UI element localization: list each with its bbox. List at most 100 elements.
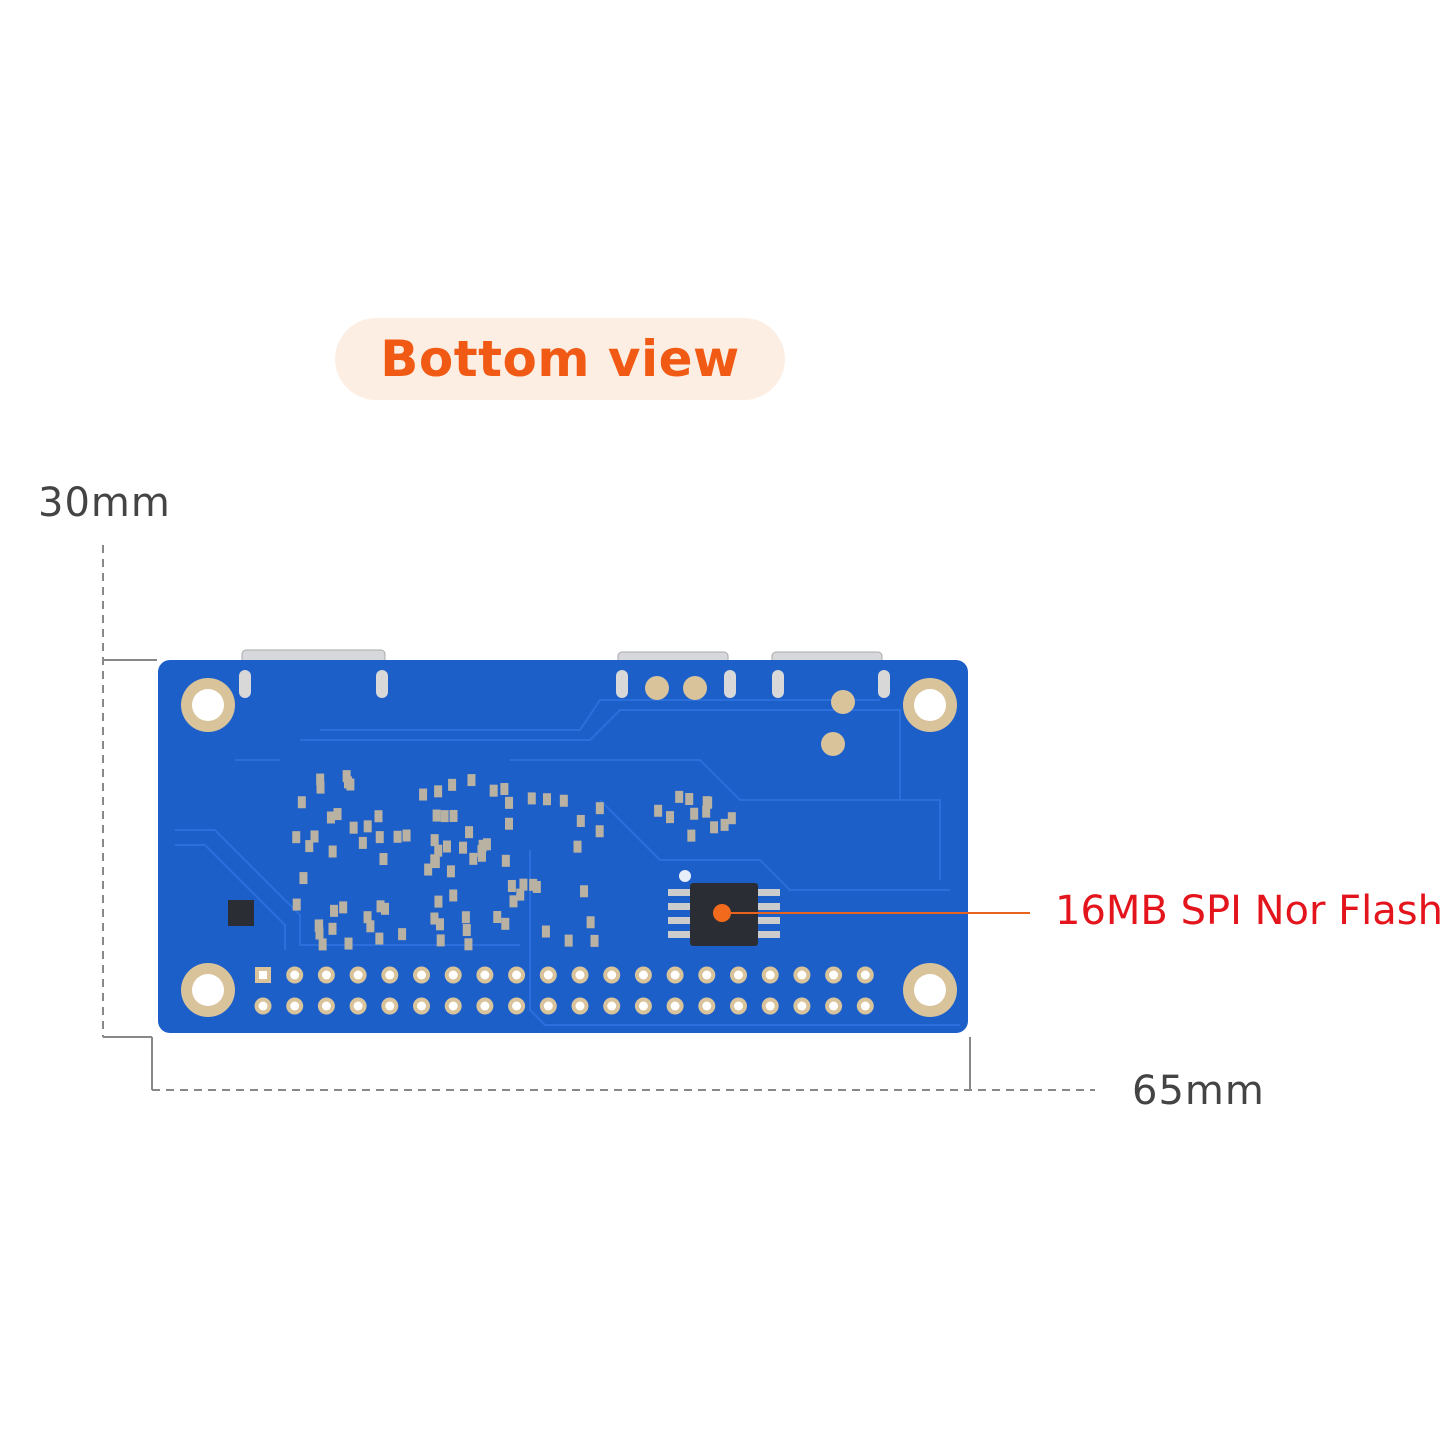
smd-component — [595, 825, 604, 838]
smd-component — [469, 852, 478, 865]
connector-pad — [878, 670, 890, 698]
header-pin-hole — [448, 1001, 458, 1011]
header-pin-hole — [417, 970, 426, 980]
smd-component — [328, 922, 337, 935]
mounting-holes — [181, 678, 957, 1017]
smd-component — [446, 865, 455, 878]
smd-component — [687, 829, 696, 842]
pcb-traces — [175, 699, 960, 1026]
smd-component — [326, 811, 335, 824]
title-badge: Bottom view — [335, 318, 785, 400]
smd-component — [573, 840, 582, 853]
smd-component — [666, 811, 675, 824]
smd-component — [442, 840, 451, 853]
smd-component — [314, 919, 323, 932]
header-pin-hole — [575, 970, 585, 980]
header-pin-hole — [290, 970, 300, 980]
header-pin-hole — [543, 970, 553, 980]
smd-component — [690, 807, 699, 820]
smd-component — [654, 804, 663, 817]
height-dimension-label: 30mm — [38, 480, 171, 526]
smd-component — [363, 820, 372, 833]
connector-pad — [376, 670, 388, 698]
mounting-hole-center — [914, 974, 946, 1006]
smd-component — [527, 792, 536, 805]
test-pad — [831, 690, 855, 714]
smd-component — [375, 932, 384, 945]
smd-component — [559, 794, 568, 807]
smd-component — [477, 849, 486, 862]
smd-component — [500, 783, 509, 796]
smd-component — [299, 872, 308, 885]
smd-component — [595, 802, 604, 815]
smd-component — [462, 924, 471, 937]
smd-component — [381, 902, 390, 915]
smd-component — [315, 927, 324, 940]
smd-component — [541, 925, 550, 938]
smd-component — [363, 911, 372, 924]
connector-pad — [724, 670, 736, 698]
smd-component — [675, 790, 684, 803]
header-pin-hole — [670, 1001, 680, 1011]
smd-component — [333, 808, 342, 821]
smd-component — [292, 831, 301, 844]
smd-component — [432, 809, 441, 822]
smd-component — [449, 809, 458, 822]
header-pin-hole — [829, 1001, 839, 1011]
transistor — [228, 900, 254, 926]
header-pin-hole — [638, 1001, 648, 1011]
smd-component — [358, 836, 367, 849]
smd-component — [379, 853, 388, 866]
smd-component — [339, 901, 348, 914]
smd-component — [685, 793, 694, 806]
smd-component — [330, 904, 339, 917]
header-pin-hole — [765, 970, 775, 980]
header-pin-hole — [575, 1001, 585, 1011]
smd-components — [228, 670, 890, 951]
smd-component — [376, 900, 385, 913]
mounting-hole-center — [192, 974, 224, 1006]
header-pin-hole — [734, 1001, 743, 1011]
header-pin-hole — [417, 1001, 426, 1011]
header-pin-hole — [607, 970, 617, 980]
smd-component — [704, 796, 713, 809]
smd-component — [430, 912, 439, 925]
smd-component — [374, 810, 383, 823]
smd-component — [349, 821, 358, 834]
header-pin-hole — [829, 970, 839, 980]
header-pin-hole — [860, 1001, 870, 1011]
smd-component — [465, 826, 474, 839]
smd-component — [342, 770, 351, 783]
header-pin-hole — [797, 970, 807, 980]
header-pin-hole — [259, 971, 267, 979]
smd-component — [509, 895, 518, 908]
smd-component — [430, 834, 439, 847]
smd-component — [467, 774, 476, 787]
mounting-hole-center — [192, 689, 224, 721]
smd-component — [430, 854, 439, 867]
smd-component — [402, 829, 411, 842]
connector-pad — [616, 670, 628, 698]
header-pin-hole — [480, 1001, 490, 1011]
smd-component — [702, 805, 711, 818]
smd-component — [727, 812, 736, 825]
mounting-hole-center — [914, 689, 946, 721]
smd-component — [305, 840, 314, 853]
smd-component — [504, 817, 513, 830]
smd-component — [424, 863, 433, 876]
smd-component — [505, 796, 514, 809]
header-pin-hole — [480, 970, 490, 980]
fiducial-mark — [679, 870, 691, 882]
smd-component — [316, 773, 325, 786]
gpio-header — [254, 966, 874, 1015]
header-pin-hole — [765, 1001, 775, 1011]
header-pin-hole — [702, 970, 712, 980]
header-pin-hole — [734, 970, 743, 980]
header-pin-hole — [543, 1001, 553, 1011]
flash-callout-label: 16MB SPI Nor Flash — [1055, 888, 1443, 934]
header-pin-hole — [258, 1001, 268, 1011]
smd-component — [419, 788, 428, 801]
header-pin-hole — [448, 970, 458, 980]
smd-component — [448, 778, 457, 791]
